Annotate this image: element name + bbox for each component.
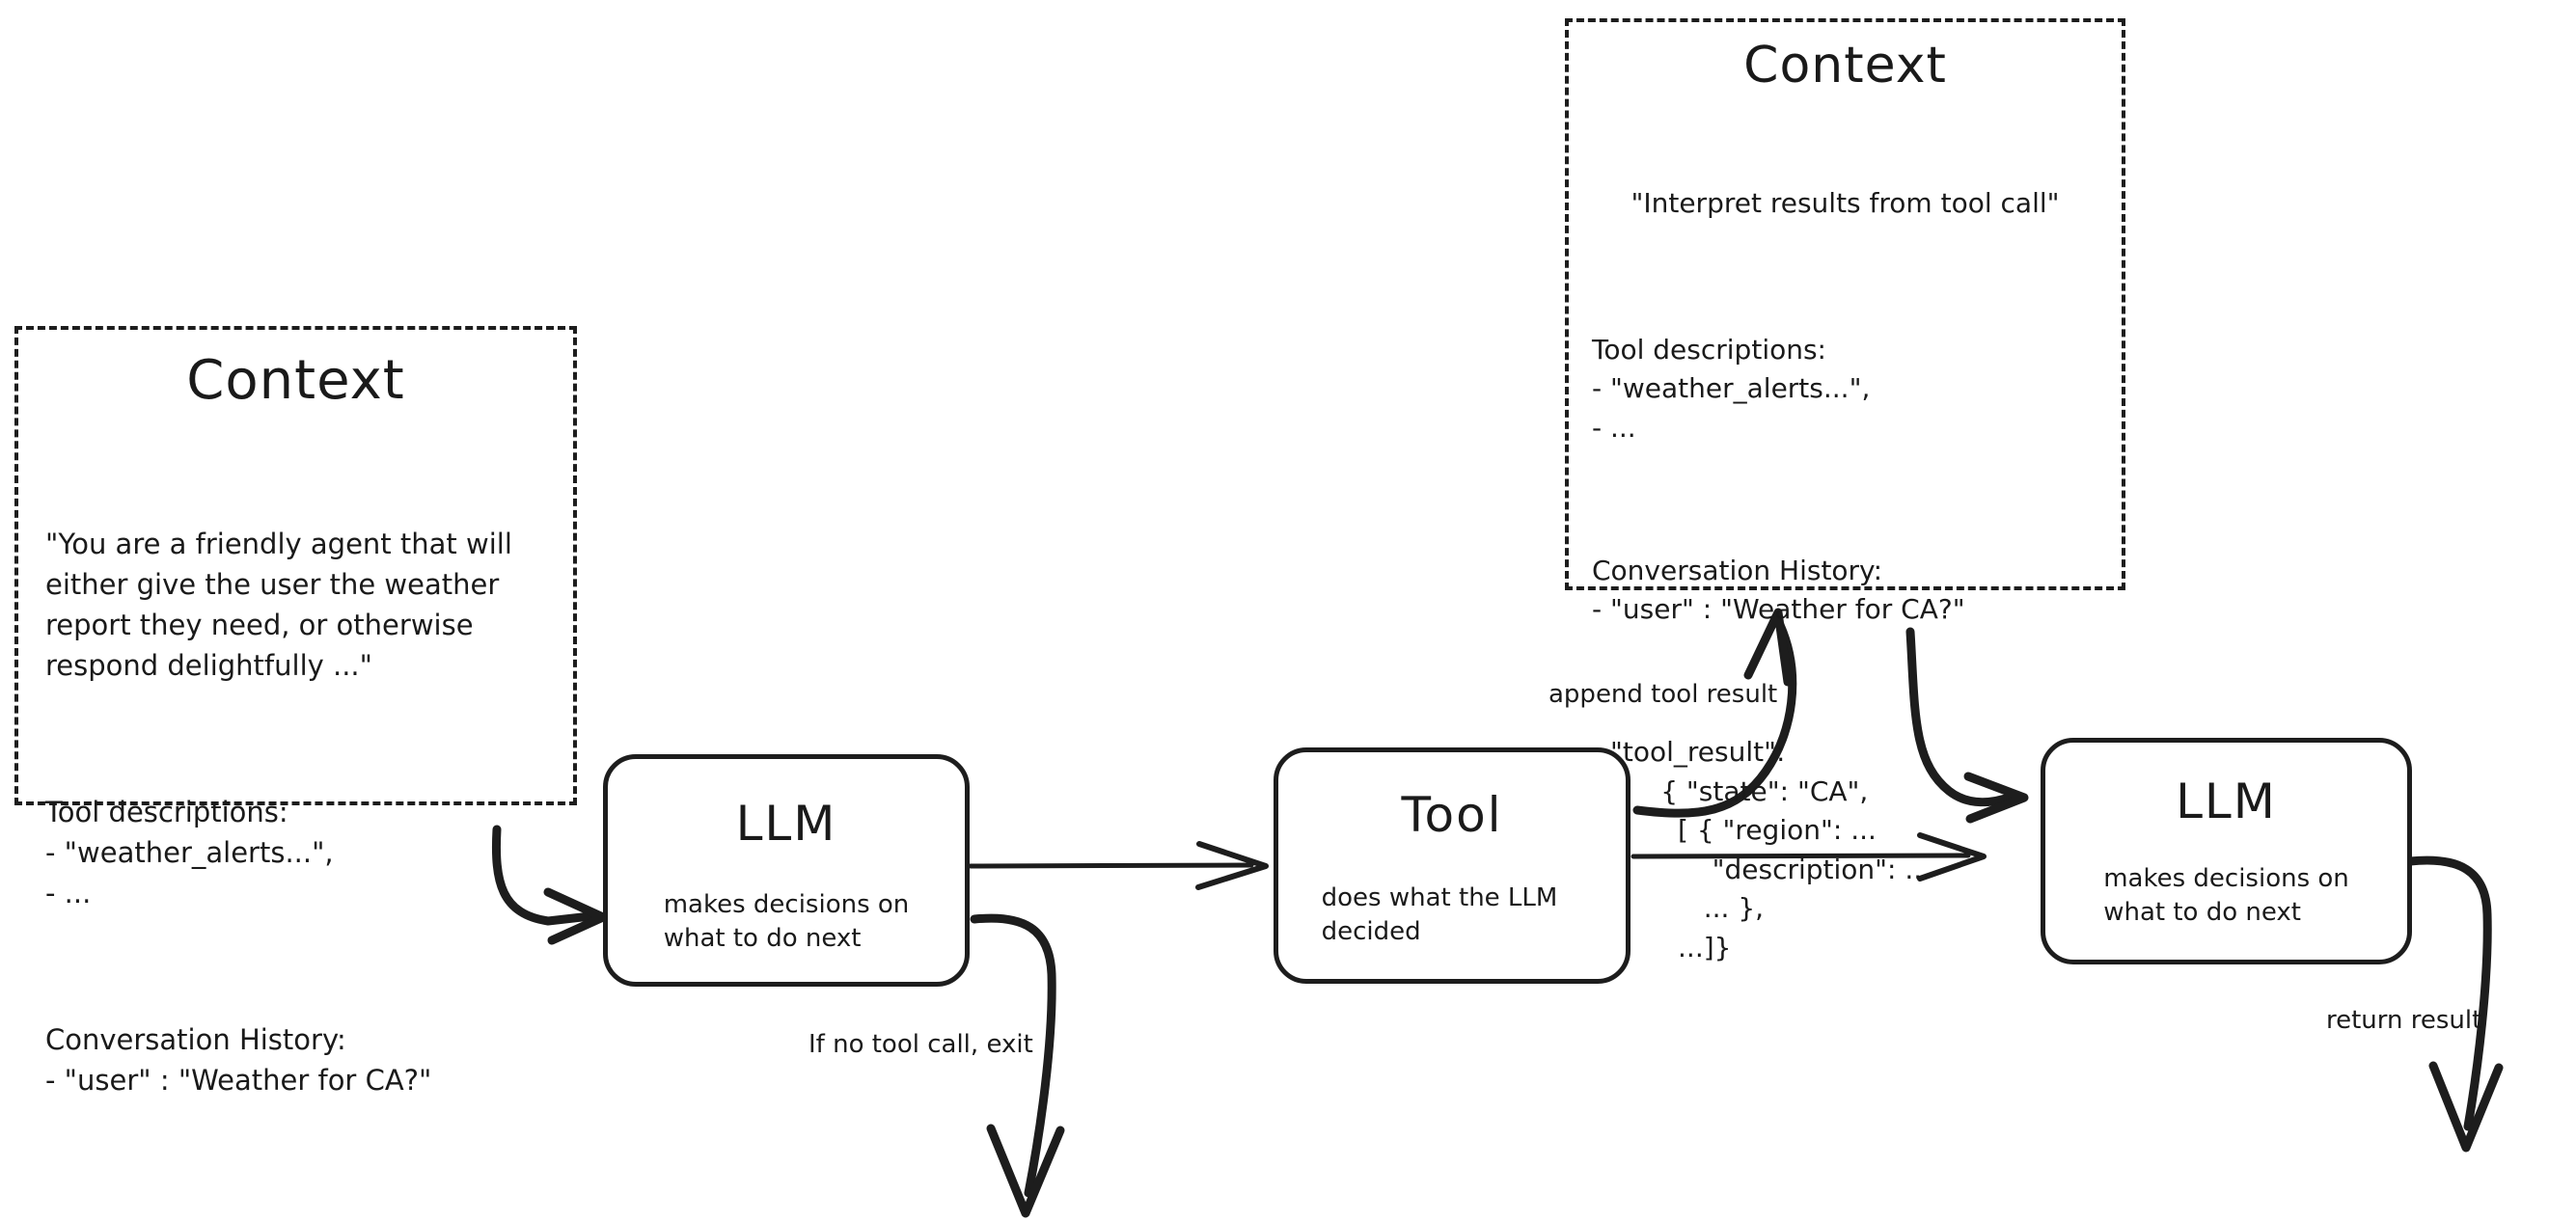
node-llm-left-title: LLM [735, 796, 837, 852]
context-right-quote: "Interpret results from tool call" [1631, 186, 2060, 219]
node-llm-right-title: LLM [2176, 773, 2277, 829]
context-box-right: Context "Interpret results from tool cal… [1565, 18, 2125, 963]
node-tool: Tool does what the LLM decided [1274, 747, 1631, 984]
context-left-body: "You are a friendly agent that will eith… [45, 443, 546, 1182]
node-tool-title: Tool [1401, 787, 1503, 843]
node-llm-right: LLM makes decisions on what to do next [2041, 738, 2412, 964]
edge-label-append-tool-result: append tool result [1548, 680, 1778, 709]
context-right-paragraph-history: Conversation History: - "user" : "Weathe… [1592, 554, 1965, 626]
arrow-llm-to-tool [968, 841, 1269, 890]
node-llm-right-subtitle: makes decisions on what to do next [2103, 864, 2349, 928]
arrow-exit [970, 913, 1065, 1218]
arrow-return-result [2405, 855, 2504, 1153]
context-right-title: Context [1743, 37, 1947, 95]
context-box-left: Context "You are a friendly agent that w… [14, 326, 577, 1097]
context-left-paragraph-tools: Tool descriptions: - "weather_alerts..."… [45, 796, 334, 910]
node-llm-left: LLM makes decisions on what to do next [603, 754, 970, 987]
context-left-paragraph-system: "You are a friendly agent that will eith… [45, 527, 512, 683]
node-tool-subtitle: does what the LLM decided [1321, 883, 1558, 947]
context-left-paragraph-history: Conversation History: - "user" : "Weathe… [45, 1023, 432, 1098]
context-right-paragraph-tools: Tool descriptions: - "weather_alerts..."… [1592, 333, 1871, 444]
node-llm-left-subtitle: makes decisions on what to do next [663, 890, 910, 954]
edge-label-return-result: return result [2326, 1006, 2482, 1035]
context-right-paragraph-tool-result: - "tool_result": { "state": "CA", [ { "r… [1592, 735, 1932, 963]
context-left-title: Context [186, 349, 405, 412]
context-right-body: "Interpret results from tool call" Tool … [1592, 106, 2098, 1046]
edge-label-exit: If no tool call, exit [808, 1030, 1033, 1059]
